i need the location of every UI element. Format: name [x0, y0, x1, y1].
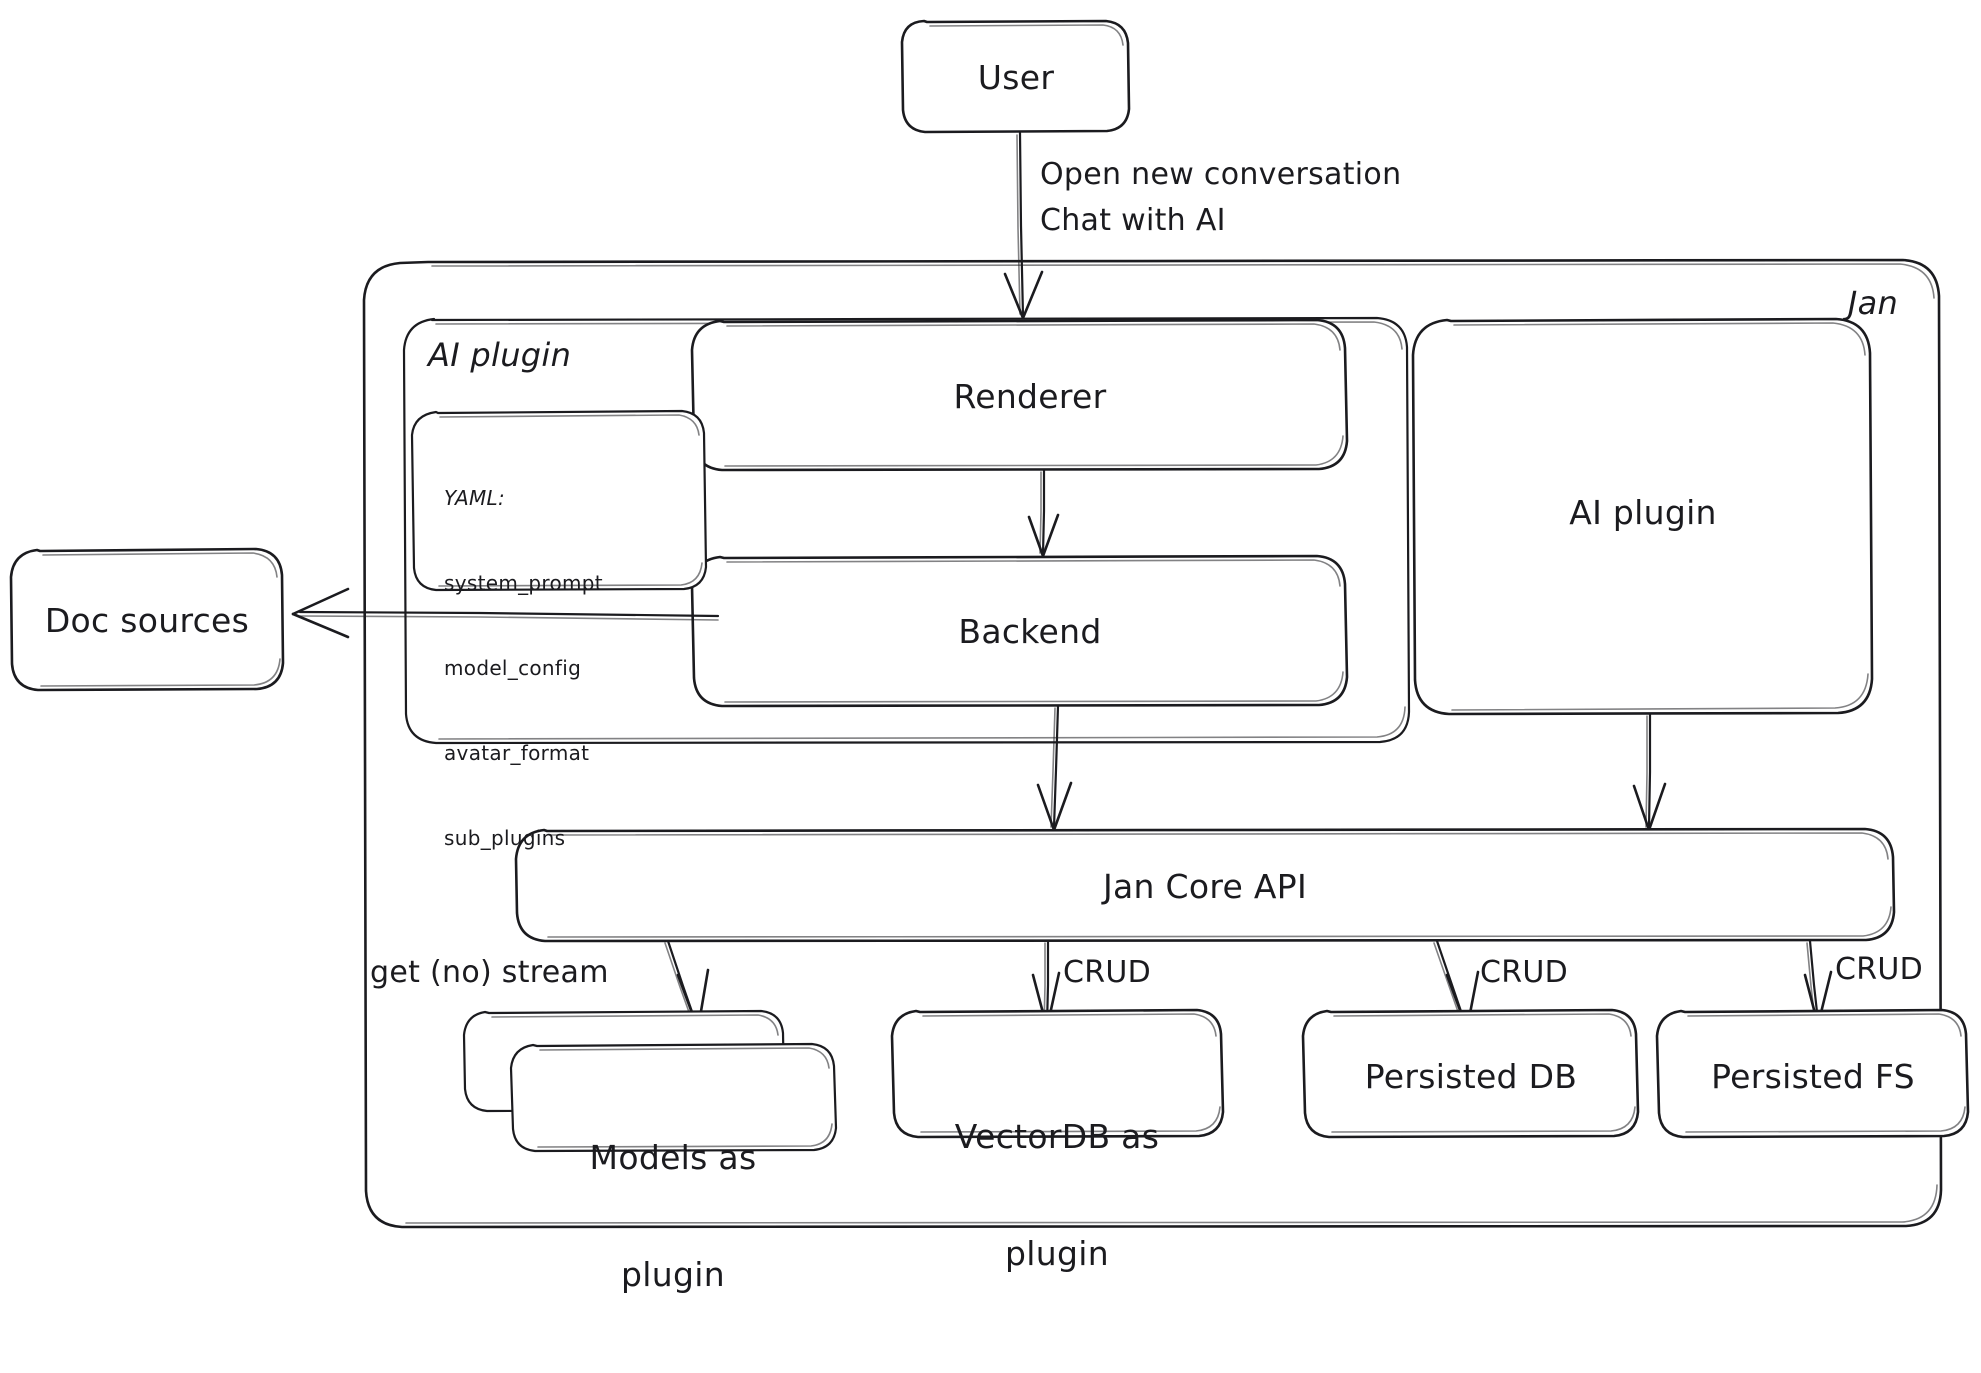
edge-label-line2: Chat with AI — [1040, 203, 1226, 238]
edge-label-crud-vectordb: CRUD — [1063, 955, 1152, 990]
node-label-persisted-db: Persisted DB — [1364, 1057, 1578, 1096]
diagram-canvas: Jan AI plugin User Open new conversation… — [0, 0, 1970, 1294]
edge-label-user-to-renderer: Open new conversation Chat with AI — [0, 0, 1401, 238]
edge-backend-to-core-api — [1036, 704, 1073, 832]
node-label-renderer: Renderer — [953, 377, 1107, 416]
node-models-as-plugin[interactable] — [462, 1009, 838, 1153]
node-label-user: User — [977, 58, 1055, 97]
node-label-jan-core-api: Jan Core API — [1102, 867, 1308, 906]
edge-label-crud-persisted-fs: CRUD — [1835, 952, 1924, 987]
container-label-jan: Jan — [1847, 284, 1899, 322]
yaml-key-system-prompt: system_prompt — [444, 570, 603, 595]
node-user[interactable] — [900, 19, 1131, 134]
edge-user-to-renderer — [1003, 131, 1044, 320]
node-label-doc-sources: Doc sources — [44, 601, 250, 640]
edge-label-line1: Open new conversation — [1040, 157, 1402, 192]
edge-label-crud-persisted-db: CRUD — [1480, 955, 1569, 990]
container-jan[interactable] — [362, 258, 1943, 1229]
container-ai-plugin-group[interactable] — [402, 316, 1411, 745]
yaml-header: YAML: — [444, 485, 505, 510]
edge-label-get-no-stream: get (no) stream — [370, 955, 609, 990]
node-doc-sources[interactable] — [9, 547, 285, 692]
node-label-persisted-fs: Persisted FS — [1711, 1057, 1915, 1096]
node-label-backend: Backend — [958, 612, 1102, 651]
node-label-models-as-plugin: Models as plugin — [590, 1061, 757, 1373]
node-persisted-fs[interactable] — [1655, 1008, 1970, 1139]
edge-ai-plugin-to-core-api — [1632, 712, 1667, 832]
vectordb-label-line2: plugin — [1005, 1233, 1109, 1273]
container-label-ai-plugin-group: AI plugin — [428, 336, 572, 374]
card-yaml-body: YAML: system_prompt model_config avatar_… — [444, 427, 603, 910]
diagram-sketch-layer — [9, 19, 1970, 1229]
node-ai-plugin-right[interactable] — [1411, 317, 1874, 716]
vectordb-label-line1: VectorDB as — [954, 1116, 1160, 1156]
edge-backend-to-doc-sources — [291, 587, 720, 639]
node-jan-core-api[interactable] — [514, 827, 1896, 943]
node-label-vectordb-as-plugin: VectorDB as plugin — [955, 1040, 1159, 1352]
models-label-line1: Models as — [589, 1137, 757, 1177]
node-vectordb-as-plugin[interactable] — [890, 1008, 1225, 1139]
card-yaml-config[interactable] — [410, 409, 708, 592]
node-label-ai-plugin-right: AI plugin — [1569, 493, 1717, 532]
node-renderer[interactable] — [690, 318, 1349, 472]
edge-renderer-to-backend — [1027, 468, 1060, 558]
yaml-key-sub-plugins: sub_plugins — [444, 826, 566, 851]
models-label-line2: plugin — [621, 1254, 725, 1294]
yaml-key-model-config: model_config — [444, 656, 582, 681]
node-persisted-db[interactable] — [1301, 1008, 1640, 1139]
yaml-key-avatar-format: avatar_format — [444, 741, 590, 766]
